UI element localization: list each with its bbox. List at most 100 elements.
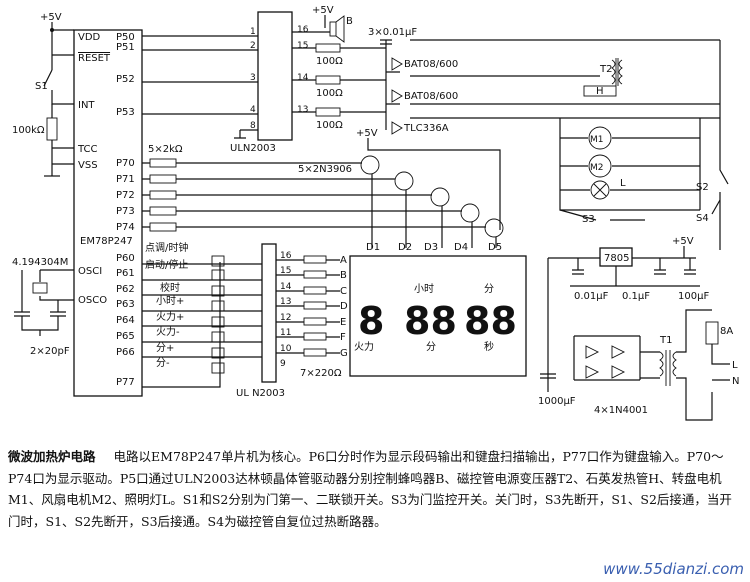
digit-line-d5: D5 xyxy=(488,242,502,253)
display-label-power: 火力 xyxy=(354,340,374,353)
uln-top-pin3: 3 xyxy=(250,73,256,83)
seg-label-d: D xyxy=(340,301,348,312)
c1-label: 0.01μF xyxy=(574,291,609,302)
diode1-label: BAT08/600 xyxy=(404,59,458,70)
load-circuit: M1 M2 L S2 S4 S3 xyxy=(559,118,729,250)
r100-label-2: 100Ω xyxy=(316,88,343,99)
caption-title: 微波加热炉电路 xyxy=(8,449,96,464)
key-label-5: 火力- xyxy=(156,325,180,338)
vcc-label-transistors: +5V xyxy=(356,128,378,139)
heater-label: H xyxy=(596,86,604,97)
crystal-label: 4.194304M xyxy=(12,257,68,268)
mcu-pin-p50: P50 xyxy=(116,32,135,43)
mcu-pin-osco: OSCO xyxy=(78,295,107,306)
mcu-pin-p53: P53 xyxy=(116,107,135,118)
key-label-7: 分- xyxy=(156,357,170,369)
keypad: 点调/时钟 启动/停止 校时 小时+ 火力+ 火力- 分+ 分- xyxy=(142,241,262,388)
mcu-block: VDD RESET INT TCC VSS EM78P247 OSCI OSCO… xyxy=(73,29,143,397)
seg-label-g: G xyxy=(340,348,348,359)
mcu-pin-p65: P65 xyxy=(116,331,135,342)
key-label-0: 点调/时钟 xyxy=(145,241,188,254)
uln-top-pin2: 2 xyxy=(250,41,256,51)
mcu-pin-p60: P60 xyxy=(116,253,135,264)
m1-label: M1 xyxy=(590,135,604,145)
r100-label-3: 100Ω xyxy=(316,120,343,131)
c4-label: 1000μF xyxy=(538,396,576,407)
mcu-pin-reset: RESET xyxy=(78,53,111,64)
uln-bot-pin15: 15 xyxy=(280,266,291,276)
mcu-pin-p66: P66 xyxy=(116,347,135,358)
uln-top-pin15: 15 xyxy=(297,41,308,51)
mcu-pin-p74: P74 xyxy=(116,222,135,233)
t2-label: T2 xyxy=(599,64,612,75)
p5-output-circuit: +5V B 3×0.01μF 100Ω 100Ω 100Ω BAT08/600 … xyxy=(292,5,721,135)
led-display: 8 88 88 小时 分 火力 分 秒 xyxy=(349,255,527,377)
ac-n-label: N xyxy=(732,376,739,387)
digit-drivers: 5×2kΩ 5×2N3906 +5V D1 D2 D3 D4 D5 xyxy=(142,128,504,253)
seg-label-b: B xyxy=(340,270,347,281)
uln2003-bottom: UL N2003 16 15 14 13 12 11 10 9 A B C D … xyxy=(236,243,348,399)
mcu-pin-p61: P61 xyxy=(116,268,135,279)
mcu-pin-p63: P63 xyxy=(116,299,135,310)
r-reset-label: 100kΩ xyxy=(12,125,45,136)
display-digits-23: 88 xyxy=(404,299,457,343)
mcu-name: EM78P247 xyxy=(80,236,133,247)
seg-label-e: E xyxy=(340,317,346,328)
s1-label: S1 xyxy=(35,81,48,92)
r-base-label: 5×2kΩ xyxy=(148,144,183,155)
display-label-min: 分 xyxy=(426,341,436,353)
mcu-pin-vss: VSS xyxy=(78,160,98,171)
uln-bot-pin14: 14 xyxy=(280,282,292,292)
mcu-pin-p64: P64 xyxy=(116,315,135,326)
display-label-hour: 小时 xyxy=(414,283,434,295)
uln-bot-pin16: 16 xyxy=(280,251,292,261)
mcu-pin-p51: P51 xyxy=(116,42,135,53)
uln2003-top-label: ULN2003 xyxy=(230,143,276,154)
uln-top-pin13: 13 xyxy=(297,105,308,115)
diode3-label: TLC336A xyxy=(403,123,449,134)
uln-bot-pin11: 11 xyxy=(280,328,291,338)
vcc-label-psu: +5V xyxy=(672,236,694,247)
regulator-label: 7805 xyxy=(604,253,629,264)
display-digits-45: 88 xyxy=(464,299,517,343)
uln-top-pin1: 1 xyxy=(250,27,256,37)
display-label-min-top: 分 xyxy=(484,283,494,295)
mcu-pin-int: INT xyxy=(78,100,95,111)
uln-top-pin14: 14 xyxy=(297,73,309,83)
mcu-support-circuit: +5V S1 100kΩ 4.194304M 2×20pF xyxy=(12,12,74,357)
digit-line-d3: D3 xyxy=(424,242,438,253)
caps-top-label: 3×0.01μF xyxy=(368,27,417,38)
key-label-4: 火力+ xyxy=(156,310,184,323)
c3-label: 100μF xyxy=(678,291,709,302)
digit-line-d1: D1 xyxy=(366,242,380,253)
uln-bot-pin13: 13 xyxy=(280,297,291,307)
uln-top-pin16: 16 xyxy=(297,25,309,35)
vcc-label-buzzer: +5V xyxy=(312,5,334,16)
diode2-label: BAT08/600 xyxy=(404,91,458,102)
mcu-pin-p70: P70 xyxy=(116,158,135,169)
mcu-pin-p52: P52 xyxy=(116,74,135,85)
mcu-pin-p71: P71 xyxy=(116,174,135,185)
mcu-pin-p62: P62 xyxy=(116,284,135,295)
schematic-diagram: VDD RESET INT TCC VSS EM78P247 OSCI OSCO… xyxy=(12,5,739,421)
osc-caps-label: 2×20pF xyxy=(30,346,70,357)
bridge-label: 4×1N4001 xyxy=(594,405,648,416)
s4-label: S4 xyxy=(696,213,709,224)
c2-label: 0.1μF xyxy=(622,291,650,302)
r-seg-label: 7×220Ω xyxy=(300,368,342,379)
m2-label: M2 xyxy=(590,163,604,173)
caption-body: 电路以EM78P247单片机为核心。P6口分时作为显示段码输出和键盘扫描输出，P… xyxy=(8,449,732,529)
uln-bot-pin10: 10 xyxy=(280,344,292,354)
r100-label-1: 100Ω xyxy=(316,56,343,67)
mcu-pin-osci: OSCI xyxy=(78,266,102,277)
uln-top-pin4: 4 xyxy=(250,105,256,115)
t1-label: T1 xyxy=(659,335,672,346)
display-label-sec: 秒 xyxy=(484,340,494,353)
uln2003-bottom-label: UL N2003 xyxy=(236,388,285,399)
seg-label-f: F xyxy=(340,332,346,343)
mcu-pin-p73: P73 xyxy=(116,206,135,217)
key-label-1: 启动/停止 xyxy=(145,258,188,271)
digit-line-d2: D2 xyxy=(398,242,412,253)
mcu-pin-p72: P72 xyxy=(116,190,135,201)
s3-label: S3 xyxy=(582,214,595,225)
